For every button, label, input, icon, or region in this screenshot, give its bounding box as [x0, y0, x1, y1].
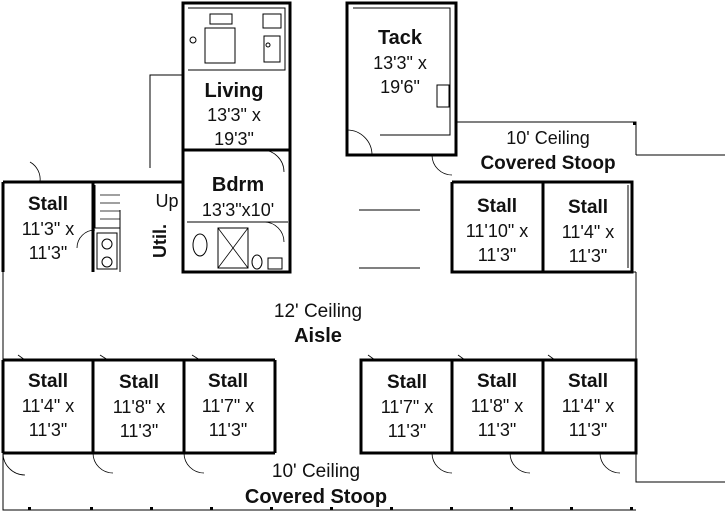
shower [217, 227, 249, 269]
stoop-right-title: Covered Stoop [480, 153, 615, 174]
stall-bottom-5-title: Stall [477, 371, 517, 392]
stall-bottom-4-dims-1: 11'7" x [381, 397, 434, 417]
left-block-wall [3, 180, 185, 272]
stall-bottom-5-dims-1: 11'8" x [471, 396, 524, 416]
kitchen-counter [188, 7, 286, 71]
stall-top-right-2-title: Stall [568, 197, 608, 218]
stall-bottom-4-dims-2: 11'3" [388, 421, 427, 441]
stoop-bottom-ceiling: 10' Ceiling [272, 461, 360, 482]
living-title: Living [205, 80, 264, 102]
stall-bottom-1-dims-2: 11'3" [29, 420, 68, 440]
stall-top-right-2-dims-1: 11'4" x [562, 222, 615, 242]
bdrm-title: Bdrm [212, 174, 264, 196]
bottom-stoop-outline [2, 453, 636, 511]
stall-top-right-1-title: Stall [477, 196, 517, 217]
stairs-up-label: Up [155, 191, 178, 211]
stall-top-left-dims-2: 11'3" [29, 243, 68, 263]
posts [28, 122, 636, 510]
stall-bottom-6-dims-2: 11'3" [569, 420, 608, 440]
tub-sink [192, 233, 208, 257]
stall-top-left-title: Stall [28, 194, 68, 215]
bottom-left-stalls-wall [1, 358, 275, 455]
living-dims-2: 19'3" [214, 129, 254, 149]
stoop-bottom-title: Covered Stoop [245, 486, 387, 508]
living-dims-1: 13'3" x [207, 105, 261, 125]
tack-wall [345, 1, 458, 157]
bdrm-dims: 13'3"x10' [202, 200, 274, 220]
stall-bottom-3-title: Stall [208, 371, 248, 392]
stall-bottom-6-dims-1: 11'4" x [562, 396, 615, 416]
aisle-title: Aisle [294, 325, 342, 347]
tack-dims-1: 13'3" x [373, 53, 427, 73]
stall-bottom-1-title: Stall [28, 371, 68, 392]
stall-bottom-6-title: Stall [568, 371, 608, 392]
tack-dims-2: 19'6" [380, 77, 420, 97]
stoop-right-ceiling: 10' Ceiling [506, 128, 590, 148]
aisle-ceiling: 12' Ceiling [274, 301, 362, 322]
stall-top-left-dims-1: 11'3" x [22, 219, 75, 239]
toilet [251, 254, 263, 270]
bottom-stalls: Stall 11'4" x 11'3" Stall 11'8" x 11'3" … [22, 371, 615, 441]
stall-bottom-2-title: Stall [119, 372, 159, 393]
util-title: Util. [150, 224, 170, 258]
stall-top-right-2-dims-2: 11'3" [569, 246, 608, 266]
stall-top-right-1-dims-1: 11'10" x [466, 221, 529, 241]
stall-top-right-1-dims-2: 11'3" [478, 245, 517, 265]
stall-bottom-4-title: Stall [387, 372, 427, 393]
stall-bottom-5-dims-2: 11'3" [478, 420, 517, 440]
stall-bottom-1-dims-1: 11'4" x [22, 396, 75, 416]
stall-bottom-2-dims-1: 11'8" x [113, 397, 166, 417]
stall-bottom-2-dims-2: 11'3" [120, 421, 159, 441]
stall-bottom-3-dims-1: 11'7" x [202, 396, 255, 416]
tack-title: Tack [378, 27, 423, 49]
stall-bottom-3-dims-2: 11'3" [209, 420, 248, 440]
